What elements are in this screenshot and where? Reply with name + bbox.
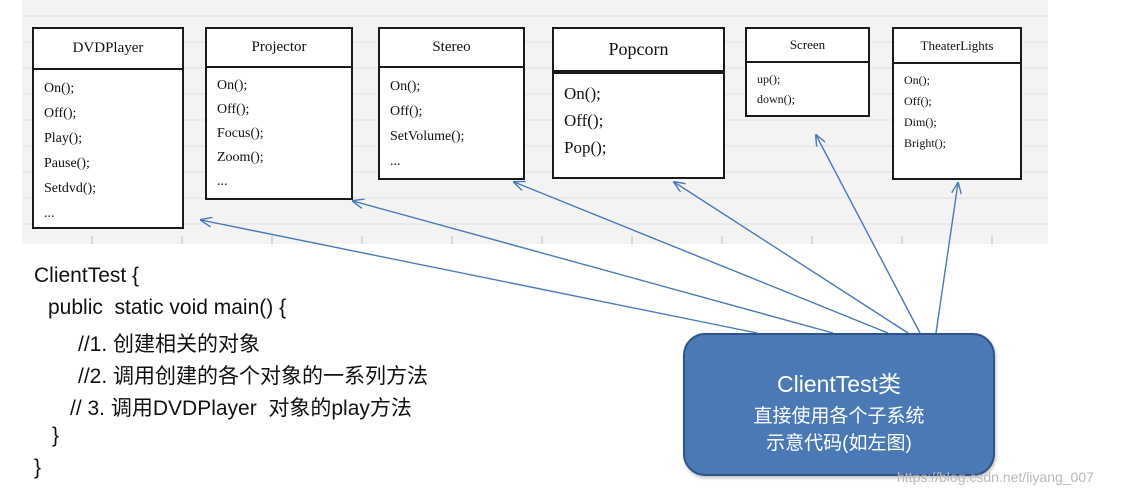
theaterlights-methods: On(); Off(); Dim(); Bright();: [894, 64, 1020, 154]
method-item: Pop();: [564, 138, 607, 157]
popcorn-class-title: Popcorn: [554, 29, 723, 74]
projector-class-box: Projector On(); Off(); Focus(); Zoom(); …: [205, 27, 353, 200]
arrow-to-screen: [816, 135, 921, 334]
code-line: ClientTest {: [34, 264, 140, 287]
method-item: On();: [44, 81, 75, 96]
theaterlights-class-box: TheaterLights On(); Off(); Dim(); Bright…: [892, 27, 1022, 180]
arrow-to-projector: [353, 201, 834, 334]
arrow-to-stereo: [514, 182, 889, 334]
method-item: Zoom();: [217, 150, 264, 165]
grid-lines: [22, 15, 1048, 244]
arrow-to-popcorn: [674, 182, 909, 334]
method-item: On();: [564, 84, 601, 103]
dvdplayer-class-box: DVDPlayer On(); Off(); Play(); Pause(); …: [32, 27, 184, 229]
code-line: //1. 创建相关的对象: [78, 333, 261, 356]
watermark: https://blog.csdn.net/liyang_007: [897, 469, 1094, 485]
theaterlights-class-title: TheaterLights: [894, 29, 1020, 64]
stereo-class-title: Stereo: [380, 29, 523, 68]
method-item: down();: [757, 92, 795, 106]
clienttest-title: ClientTest类: [777, 371, 901, 397]
method-item: On();: [904, 73, 930, 87]
code-line: }: [34, 456, 42, 479]
method-item: On();: [390, 79, 421, 94]
method-item: Off();: [217, 102, 250, 117]
method-item: Setdvd();: [44, 181, 97, 196]
stereo-class-box: Stereo On(); Off(); SetVolume(); ...: [378, 27, 525, 180]
popcorn-class-box: Popcorn On(); Off(); Pop();: [552, 27, 725, 179]
method-item: SetVolume();: [390, 129, 465, 144]
method-item: Dim();: [904, 115, 937, 129]
code-line: public static void main() {: [48, 296, 287, 319]
method-item: Off();: [904, 94, 932, 108]
method-item: Bright();: [904, 136, 946, 150]
clienttest-description-line2: 示意代码(如左图): [766, 433, 912, 454]
screen-class-box: Screen up(); down();: [745, 27, 870, 117]
method-item: up();: [757, 72, 781, 86]
code-line: //2. 调用创建的各个对象的一系列方法: [78, 365, 429, 388]
projector-methods: On(); Off(); Focus(); Zoom(); ...: [207, 68, 351, 194]
arrow-to-theaterlights: [935, 183, 958, 334]
arrow-to-dvdplayer: [201, 220, 758, 334]
method-item: Off();: [390, 104, 423, 119]
method-item: On();: [217, 78, 248, 93]
method-item: ...: [217, 174, 228, 189]
popcorn-methods: On(); Off(); Pop();: [554, 74, 723, 161]
code-line: }: [52, 424, 60, 447]
diagram-background: [22, 0, 1048, 244]
clienttest-description-line1: 直接使用各个子系统: [753, 406, 925, 427]
method-item: Off();: [564, 111, 604, 130]
method-item: Focus();: [217, 126, 264, 141]
method-item: Play();: [44, 131, 83, 146]
screen-methods: up(); down();: [747, 63, 868, 109]
screen-class-title: Screen: [747, 29, 868, 63]
clienttest-callout: ClientTest类 直接使用各个子系统 示意代码(如左图): [683, 333, 995, 476]
method-item: Off();: [44, 106, 77, 121]
dvdplayer-methods: On(); Off(); Play(); Pause(); Setdvd(); …: [34, 70, 182, 226]
projector-class-title: Projector: [207, 29, 351, 68]
method-item: ...: [390, 154, 401, 169]
method-item: ...: [44, 206, 55, 221]
method-item: Pause();: [44, 156, 90, 171]
code-line: // 3. 调用DVDPlayer 对象的play方法: [70, 397, 412, 420]
dvdplayer-class-title: DVDPlayer: [34, 29, 182, 70]
stereo-methods: On(); Off(); SetVolume(); ...: [380, 68, 523, 174]
